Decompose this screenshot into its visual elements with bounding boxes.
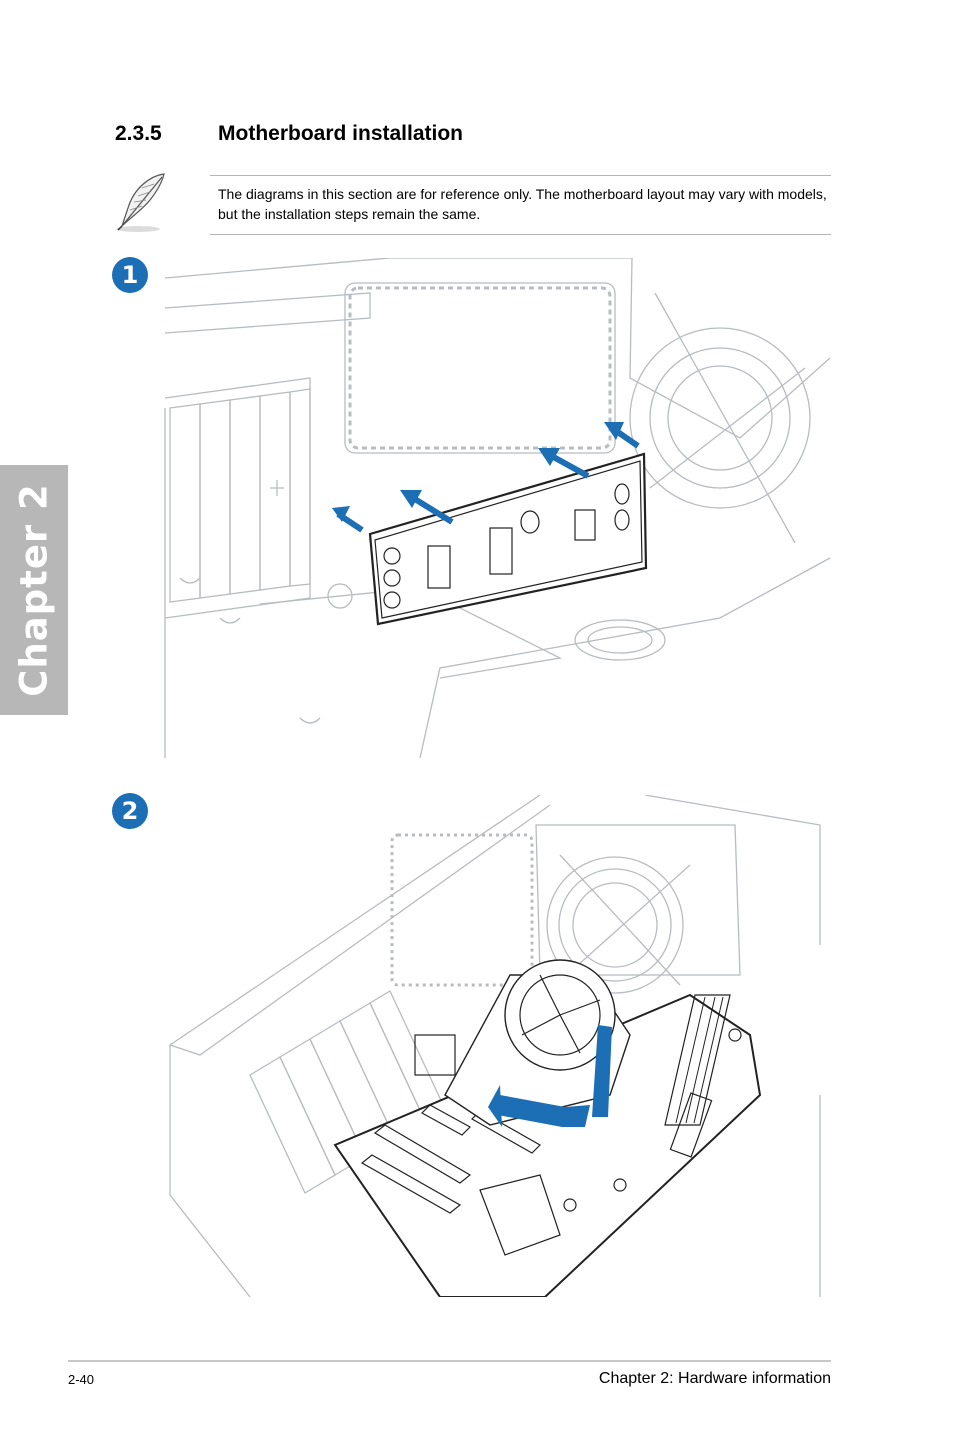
chapter-tab-label: Chapter 2 bbox=[12, 483, 56, 697]
step-2-badge: 2 bbox=[112, 793, 148, 829]
section-title: Motherboard installation bbox=[218, 122, 464, 145]
note-rule-bottom bbox=[210, 234, 831, 235]
step-1-badge: 1 bbox=[112, 257, 148, 293]
feather-pen-icon bbox=[116, 173, 165, 232]
footer-rule bbox=[68, 1360, 831, 1362]
note-rule-top bbox=[210, 175, 831, 176]
footer-page-number: 2-40 bbox=[68, 1372, 95, 1387]
note-text: The diagrams in this section are for ref… bbox=[218, 186, 827, 222]
section-number: 2.3.5 bbox=[115, 122, 162, 145]
footer-chapter-title: Chapter 2: Hardware information bbox=[598, 1370, 831, 1387]
chapter-tab: Chapter 2 bbox=[0, 465, 68, 715]
motherboard-placement-diagram bbox=[169, 795, 821, 1297]
i-o-shield-installation-diagram bbox=[164, 258, 831, 758]
